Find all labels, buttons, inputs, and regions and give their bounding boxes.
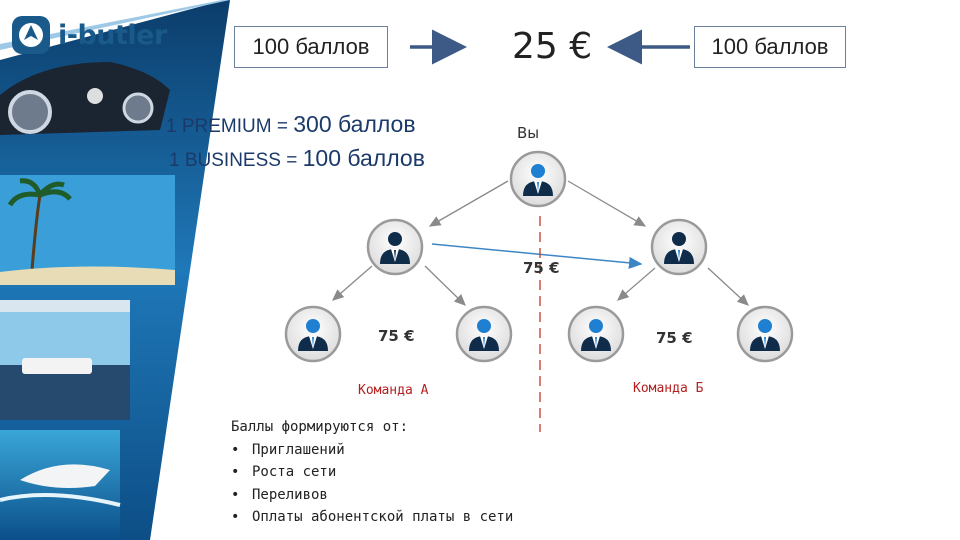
butler-logo-icon [12,16,50,54]
points-box-left: 100 баллов [234,26,388,68]
team-a-label: Команда А [358,383,429,398]
avatar-member-b1 [567,305,625,363]
link-you-to-a [428,180,509,227]
list-item: Переливов [231,484,513,507]
premium-name: 1 PREMIUM [166,116,272,137]
business-name: 1 BUSINESS [169,150,281,171]
points-sources-heading: Баллы формируются от: [231,419,409,435]
points-sources: Баллы формируются от: Приглашений Роста … [231,416,513,529]
avatar-member-a1 [284,305,342,363]
business-points: 100 баллов [302,145,425,171]
premium-points: 300 баллов [293,111,416,137]
avatar-you [509,150,567,208]
sidebar-collage [0,0,230,540]
premium-eq: = [276,116,288,137]
team-a-amount: 75 € [378,327,415,345]
points-sources-list: Приглашений Роста сети Переливов Оплаты … [231,439,513,529]
list-item: Приглашений [231,439,513,462]
link-b-to-b1 [617,267,656,301]
brand-logo[interactable]: i-butler [10,14,167,56]
avatar-member-a2 [455,305,513,363]
business-eq: = [286,150,298,171]
brand-sidebar: i-butler [0,0,230,540]
list-item: Оплаты абонентской платы в сети [231,506,513,529]
team-b-label: Команда Б [633,381,704,396]
team-b-amount: 75 € [656,329,693,347]
avatar-leader-a [366,218,424,276]
avatar-member-b2 [736,305,794,363]
business-rule: 1 BUSINESS = 100 баллов [169,145,425,172]
brand-name: i-butler [58,19,167,51]
list-item: Роста сети [231,461,513,484]
spillover-arrow [431,243,643,269]
premium-rule: 1 PREMIUM = 300 баллов [166,111,416,138]
link-b-to-b2 [707,267,749,306]
avatar-leader-b [650,218,708,276]
price-label: 25 € [512,26,593,67]
you-label: Вы [517,124,540,142]
center-amount: 75 € [523,259,560,277]
points-box-right: 100 баллов [694,26,846,68]
link-you-to-b [567,180,647,227]
link-a-to-a2 [424,265,466,306]
link-a-to-a1 [332,265,373,301]
